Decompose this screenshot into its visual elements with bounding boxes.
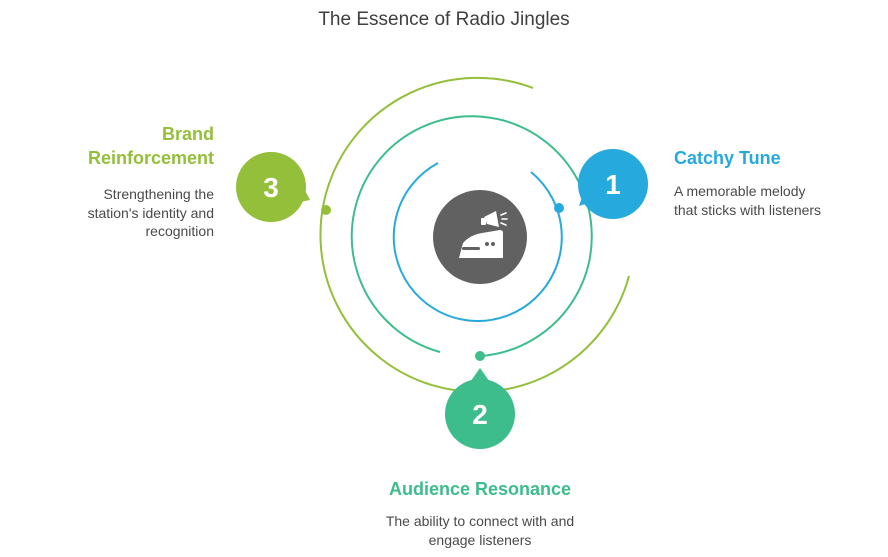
- badge-1: 1: [578, 149, 648, 219]
- catchy-tune-heading: Catchy Tune: [674, 148, 781, 168]
- description-line: The ability to connect with and: [385, 513, 575, 529]
- brand-reinforcement-heading: Brand Reinforcement: [14, 122, 214, 170]
- connector-dot-blue: [554, 203, 564, 213]
- description-line: Strengthening the: [103, 186, 214, 202]
- description-line: that sticks with listeners: [674, 201, 822, 218]
- catchy-tune-description: A memorable melody that sticks with list…: [674, 182, 821, 219]
- heading-line: Brand: [161, 124, 214, 144]
- radio-megaphone-icon: [459, 211, 508, 258]
- middle-ring-teal: [350, 115, 593, 357]
- badge-2: 2: [445, 368, 515, 449]
- badge-1-number: 1: [605, 169, 621, 200]
- description-line: station's identity and: [87, 204, 214, 221]
- connector-dot-green: [321, 205, 331, 215]
- audience-resonance-heading: Audience Resonance: [388, 479, 572, 499]
- description-line: engage listeners: [428, 531, 532, 548]
- description-line: recognition: [145, 223, 215, 239]
- badge-2-number: 2: [472, 399, 488, 430]
- audience-resonance-description: The ability to connect with and engage l…: [280, 512, 680, 549]
- heading-line: Reinforcement: [87, 148, 214, 168]
- badge-3: 3: [236, 152, 310, 222]
- connector-dot-teal: [475, 351, 485, 361]
- brand-reinforcement-description: Strengthening the station's identity and…: [14, 185, 214, 241]
- inner-ring-blue: [392, 162, 563, 322]
- outer-ring-green: [319, 76, 630, 393]
- badge-3-number: 3: [263, 172, 279, 203]
- description-line: A memorable melody: [674, 183, 806, 199]
- diagram-title: The Essence of Radio Jingles: [318, 9, 570, 30]
